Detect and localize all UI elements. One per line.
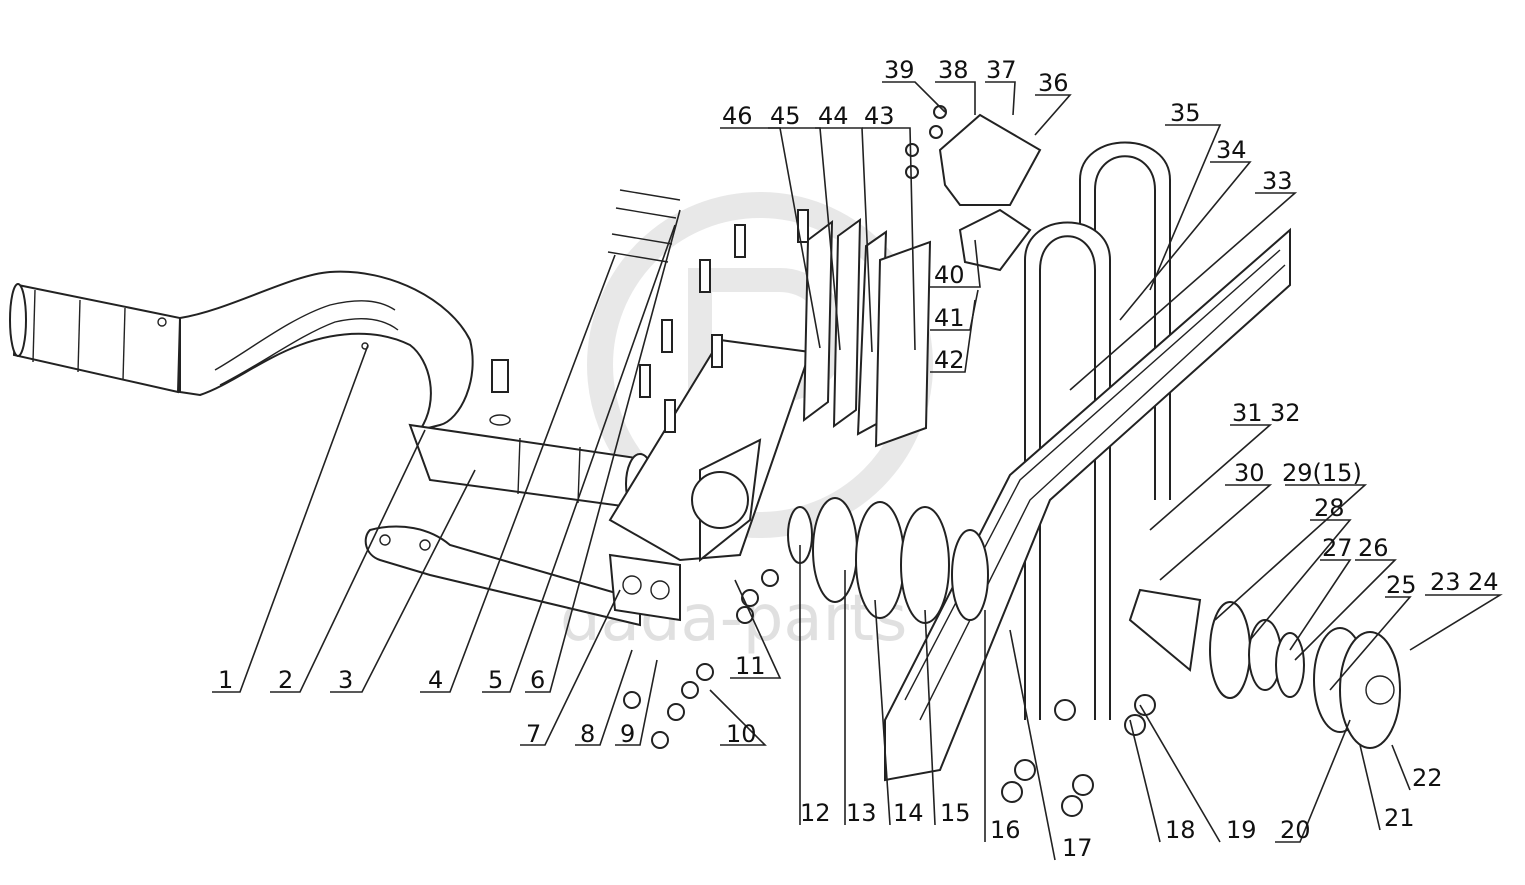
callout-41: 41: [934, 304, 965, 332]
callout-27: 27: [1322, 534, 1353, 562]
callout-42: 42: [934, 346, 965, 374]
callout-36: 36: [1038, 69, 1069, 97]
callout-20: 20: [1280, 816, 1311, 844]
callout-40: 40: [934, 261, 965, 289]
callout-1: 1: [218, 666, 233, 694]
callout-18: 18: [1165, 816, 1196, 844]
callout-21: 21: [1384, 804, 1415, 832]
nuts: [623, 569, 1156, 817]
callout-32: 32: [1270, 399, 1301, 427]
support-bar: [364, 525, 641, 627]
callout-35: 35: [1170, 99, 1201, 127]
callout-4: 4: [428, 666, 443, 694]
seal-rings: [787, 497, 989, 624]
callout-labels: 1 2 3 4 5 6 7 8 9 10 11 12 13 14 15 16 1…: [218, 56, 1499, 862]
callout-11: 11: [735, 652, 766, 680]
callout-30: 30: [1234, 459, 1265, 487]
hanger-bracket: [608, 553, 681, 622]
callout-5: 5: [488, 666, 503, 694]
callout-23: 23: [1430, 568, 1461, 596]
callout-31: 31: [1232, 399, 1263, 427]
callout-29: 29(15): [1282, 459, 1362, 487]
callout-19: 19: [1226, 816, 1257, 844]
callout-22: 22: [1412, 764, 1443, 792]
callout-46: 46: [722, 102, 753, 130]
callout-3: 3: [338, 666, 353, 694]
callout-7: 7: [526, 720, 541, 748]
callout-43: 43: [864, 102, 895, 130]
callout-25: 25: [1386, 571, 1417, 599]
bracket-body: [608, 338, 812, 563]
studs: [639, 209, 809, 433]
callout-14: 14: [893, 799, 924, 827]
callout-2: 2: [278, 666, 293, 694]
callout-39: 39: [884, 56, 915, 84]
equalizer-arm: [179, 270, 474, 432]
callout-12: 12: [800, 799, 831, 827]
callout-45: 45: [770, 102, 801, 130]
leader-lines: [212, 81, 1503, 861]
callout-37: 37: [986, 56, 1017, 84]
callout-6: 6: [530, 666, 545, 694]
callout-33: 33: [1262, 167, 1293, 195]
callout-10: 10: [726, 720, 757, 748]
callout-38: 38: [938, 56, 969, 84]
callout-13: 13: [846, 799, 877, 827]
leaf-spring: [884, 227, 1291, 782]
trunnion-shaft: [9, 283, 182, 394]
callout-28: 28: [1314, 494, 1345, 522]
top-mount-bracket: [905, 105, 1042, 272]
callout-26: 26: [1358, 534, 1389, 562]
shim-plates: [802, 218, 932, 448]
callout-24: 24: [1468, 568, 1499, 596]
callout-17: 17: [1062, 834, 1093, 862]
bolts-left: [607, 189, 681, 263]
callout-16: 16: [990, 816, 1021, 844]
callout-9: 9: [620, 720, 635, 748]
callout-44: 44: [818, 102, 849, 130]
hub-assembly: [1128, 588, 1401, 749]
callout-34: 34: [1216, 136, 1247, 164]
callout-8: 8: [580, 720, 595, 748]
callout-15: 15: [940, 799, 971, 827]
